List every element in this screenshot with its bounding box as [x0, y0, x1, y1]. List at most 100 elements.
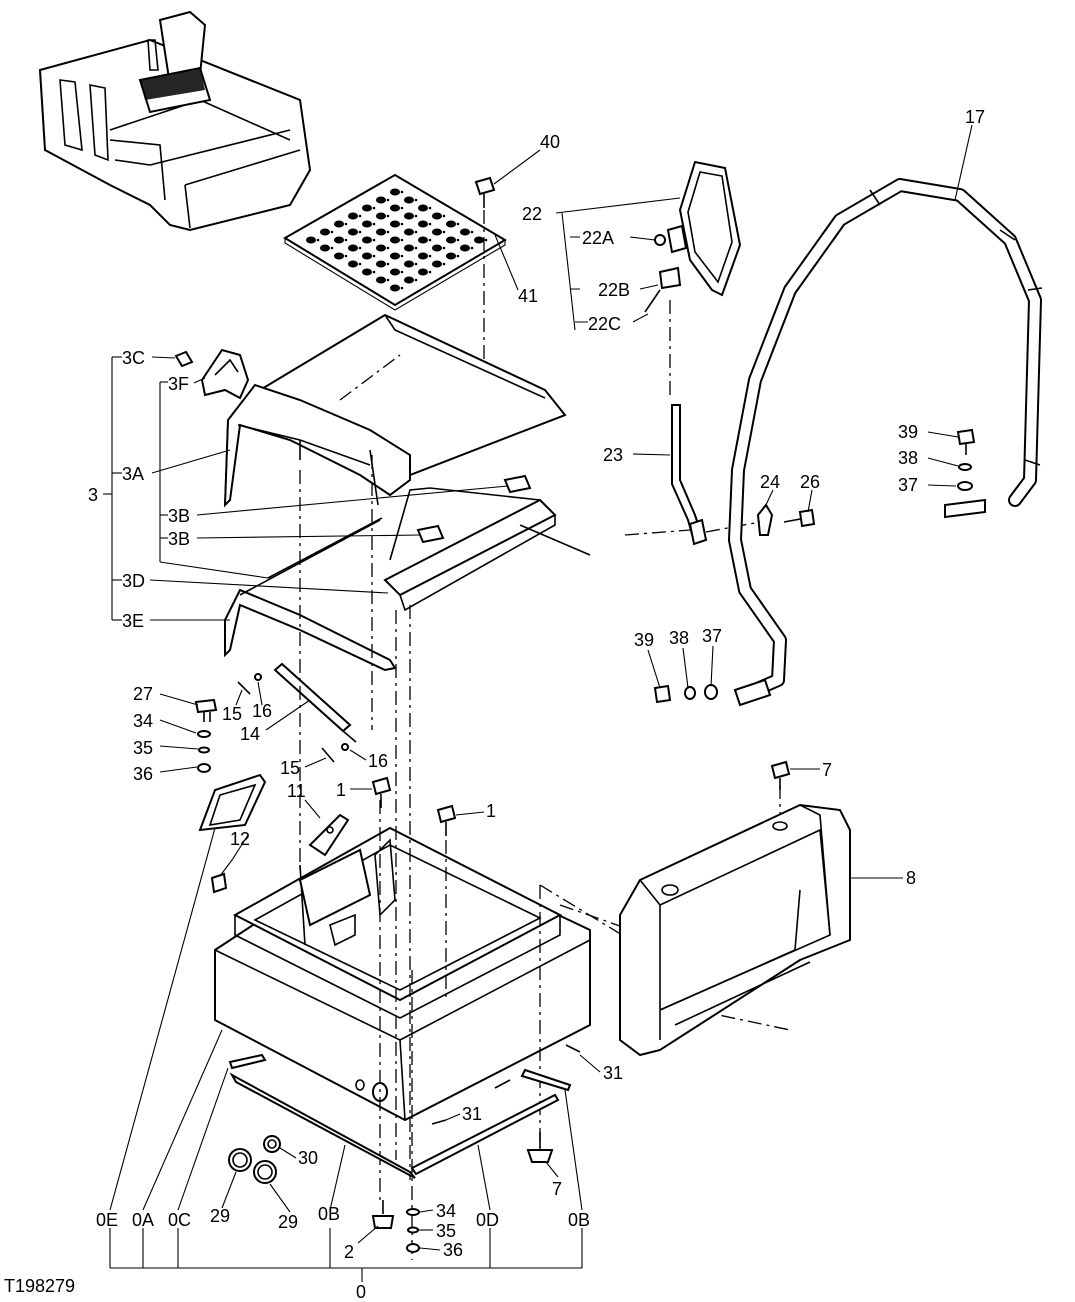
callout-16-upper: 16 — [252, 701, 272, 721]
callout-1-right: 1 — [486, 801, 496, 821]
plate-hole — [418, 268, 428, 276]
plate-perforation — [330, 246, 334, 250]
callout-15-upper: 15 — [222, 704, 242, 724]
callout-22B: 22B — [598, 280, 630, 300]
callout-3B-upper: 3B — [168, 506, 190, 526]
plate-perforation — [400, 206, 404, 210]
plate-hole — [390, 204, 400, 212]
plate-perforation — [400, 238, 404, 242]
callout-1-left: 1 — [336, 780, 346, 800]
plate-perforation — [400, 222, 404, 226]
callout-29-left: 29 — [210, 1206, 230, 1226]
callout-22: 22 — [522, 204, 542, 224]
strip-0C — [228, 1053, 267, 1070]
plate-perforation — [414, 214, 418, 218]
plate-hole — [446, 252, 456, 260]
callout-22C: 22C — [588, 314, 621, 334]
callout-34-lower: 34 — [436, 1201, 456, 1221]
plate-perforation — [400, 270, 404, 274]
callout-40: 40 — [540, 132, 560, 152]
lower-housing — [214, 826, 591, 1122]
plate-perforation — [414, 262, 418, 266]
plate-perforation — [344, 238, 348, 242]
callout-3: 3 — [88, 485, 98, 505]
plate-perforation — [470, 230, 474, 234]
plate-hole — [334, 220, 344, 228]
callout-30: 30 — [298, 1148, 318, 1168]
plate-hole — [334, 236, 344, 244]
clip-16-upper — [254, 673, 262, 681]
plate-hole — [404, 244, 414, 252]
plate-hole — [362, 252, 372, 260]
plate-hole — [432, 244, 442, 252]
bracket-24 — [756, 503, 774, 536]
callout-16-lower: 16 — [368, 751, 388, 771]
plate-hole — [404, 212, 414, 220]
callout-24: 24 — [760, 472, 780, 492]
callout-31-center: 31 — [462, 1104, 482, 1124]
plate-perforation — [358, 230, 362, 234]
plate-hole — [362, 268, 372, 276]
plate-hole — [320, 244, 330, 252]
washer-35-lower — [407, 1226, 419, 1234]
plate-hole — [390, 252, 400, 260]
plate-hole — [390, 188, 400, 196]
plate-hole — [362, 204, 372, 212]
plate-hole — [418, 220, 428, 228]
clip-15-upper — [237, 681, 251, 695]
nut-36-upper — [197, 763, 211, 773]
washer-38-lower — [684, 686, 696, 700]
gas-strut-14 — [273, 662, 357, 743]
callout-3F: 3F — [168, 374, 189, 394]
plate-hole — [376, 228, 386, 236]
plate-hole — [376, 260, 386, 268]
plate-hole — [404, 196, 414, 204]
plate-perforation — [442, 262, 446, 266]
plate-hole — [376, 212, 386, 220]
clip-15-lower — [321, 747, 335, 763]
callout-12: 12 — [230, 829, 250, 849]
callout-23: 23 — [603, 445, 623, 465]
plate-hole — [446, 220, 456, 228]
assembly-centerlines — [299, 354, 791, 1260]
plate-hole — [404, 276, 414, 284]
plate-hole — [418, 236, 428, 244]
callout-39-lower: 39 — [634, 630, 654, 650]
plate-hole — [306, 236, 316, 244]
plate-perforation — [428, 206, 432, 210]
figure-id: T198279 — [4, 1276, 75, 1296]
plate-perforation — [428, 222, 432, 226]
callout-17: 17 — [965, 107, 985, 127]
perforated-plate-41 — [283, 173, 507, 311]
plate-perforation — [372, 254, 376, 258]
washer-34-lower — [406, 1208, 420, 1216]
plug-29-left — [228, 1148, 252, 1172]
plate-hole — [432, 228, 442, 236]
plate-hole — [390, 236, 400, 244]
washer-35-upper — [198, 746, 210, 754]
plate-perforation — [442, 230, 446, 234]
washer-34-upper — [197, 730, 211, 738]
latch-3F — [200, 348, 250, 400]
strip-0D — [410, 1093, 560, 1176]
cover-plate-12 — [198, 773, 267, 832]
plate-perforation — [386, 262, 390, 266]
plate-perforation — [456, 238, 460, 242]
box-side-bolt — [210, 872, 228, 894]
plate-hole — [362, 236, 372, 244]
callout-36-lower: 36 — [443, 1240, 463, 1260]
seal-3B-upper — [503, 474, 532, 494]
plate-perforation — [400, 190, 404, 194]
plate-hole — [376, 196, 386, 204]
plate-hole — [376, 244, 386, 252]
plate-perforation — [456, 254, 460, 258]
handrail-17 — [728, 178, 1043, 707]
plate-perforation — [316, 238, 320, 242]
mirror-rod-23 — [671, 404, 708, 546]
plate-hole — [334, 252, 344, 260]
bolt-27 — [194, 698, 218, 722]
plate-perforation — [442, 214, 446, 218]
plug-29-right — [253, 1160, 277, 1184]
callout-0E: 0E — [96, 1210, 118, 1230]
plate-perforation — [414, 230, 418, 234]
